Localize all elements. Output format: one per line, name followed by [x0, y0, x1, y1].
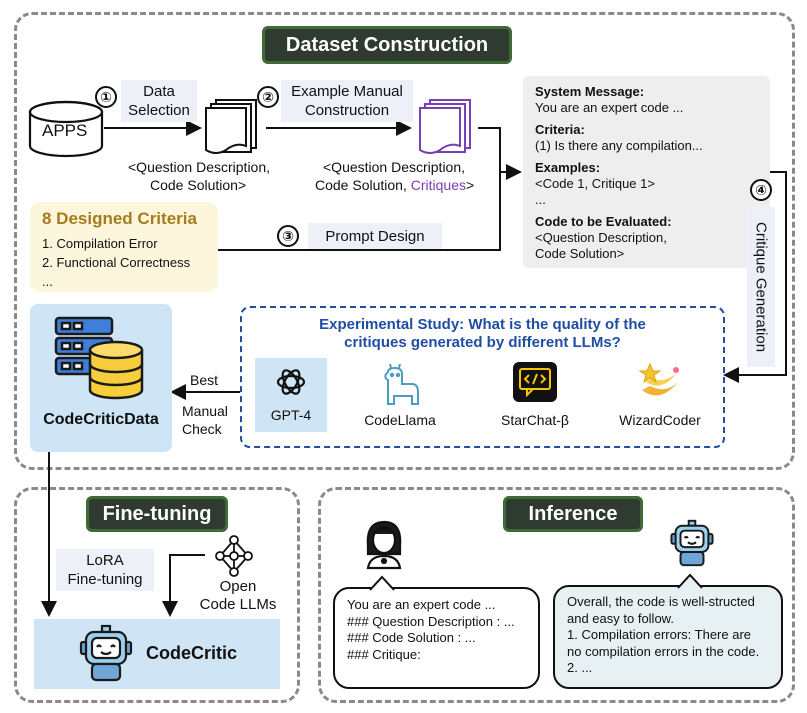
bot-avatar-icon [670, 519, 714, 567]
user-bubble-tail [369, 575, 395, 591]
bot-message-line: 2. ... [567, 660, 593, 675]
code-eval-text-2: Code Solution> [535, 246, 625, 261]
document-stack-icon [205, 99, 257, 154]
bot-message-bubble: Overall, the code is well-structed and e… [553, 585, 783, 689]
wizardcoder-label: WizardCoder [619, 412, 701, 428]
critique-generation-text: Critique Generation [752, 221, 770, 353]
robot-icon [79, 624, 133, 682]
user-message-bubble: You are an expert code ... ### Question … [333, 587, 540, 689]
apps-database-icon [28, 100, 104, 158]
prompt-panel: System Message: You are an expert code .… [523, 76, 770, 268]
criteria-item: 2. Functional Correctness [42, 255, 191, 270]
open-code-llms-label: Open Code LLMs [199, 578, 277, 613]
inference-title: Inference [503, 496, 643, 532]
openai-logo-icon [276, 369, 306, 395]
dataset-construction-title: Dataset Construction [262, 26, 512, 64]
step-1-badge: ① [95, 86, 117, 108]
examples-heading: Examples: [535, 160, 601, 175]
study-title-line1: Experimental Study: What is the quality … [319, 316, 646, 333]
step-2-badge: ② [257, 86, 279, 108]
wizardcoder-logo-icon [638, 362, 679, 396]
prompt-design-label: Prompt Design [308, 223, 442, 249]
system-message-heading: System Message: [535, 84, 645, 99]
gpt4-label: GPT-4 [270, 407, 312, 423]
user-message-line: ### Code Solution : ... [347, 630, 476, 645]
apps-label: APPS [42, 121, 88, 140]
user-message-line: ### Question Description : ... [347, 613, 515, 629]
server-database-icon [54, 316, 144, 400]
dataset-construction-panel [14, 12, 795, 470]
example-manual-construction-label: Example Manual Construction [281, 80, 413, 122]
inference-panel [318, 487, 795, 703]
critique-generation-label: Critique Generation [747, 207, 775, 367]
examples-text-2: ... [535, 192, 546, 207]
user-avatar-icon [366, 520, 402, 570]
bot-message-line: and easy to follow. [567, 610, 674, 626]
bot-message-line: no compilation errors in the code. [567, 643, 760, 659]
code-eval-heading: Code to be Evaluated: [535, 214, 672, 229]
critique-document-stack-icon [419, 99, 471, 154]
bot-bubble-tail [677, 573, 703, 589]
llama-icon [384, 363, 419, 405]
codellama-label: CodeLlama [364, 412, 436, 428]
codecriticdata-label: CodeCriticData [43, 411, 159, 428]
step-4-badge: ④ [750, 179, 772, 201]
user-message-line: ### Critique: [347, 646, 421, 662]
finetuning-panel [14, 487, 300, 703]
doc2-caption-prefix: Code Solution, [315, 177, 411, 193]
experimental-study-box [240, 306, 725, 448]
doc2-caption-line2: Code Solution, Critiques> [315, 176, 474, 194]
code-eval-text-1: <Question Description, [535, 230, 667, 245]
examples-text-1: <Code 1, Critique 1> [535, 176, 655, 191]
system-message-text: You are an expert code ... [535, 100, 684, 115]
best-label: Best [190, 372, 219, 388]
step-3-badge: ③ [277, 225, 299, 247]
doc2-caption-line1: <Question Description, [323, 159, 466, 175]
finetuning-title: Fine-tuning [86, 496, 228, 532]
study-title-line2: critiques generated by different LLMs? [344, 334, 621, 351]
criteria-box: 8 Designed Criteria 1. Compilation Error… [30, 202, 218, 292]
criteria-item: 1. Compilation Error [42, 236, 158, 251]
user-message-line: You are an expert code ... [347, 597, 496, 612]
bot-message-line: 1. Compilation errors: There are [567, 627, 752, 642]
network-icon [215, 535, 253, 577]
doc1-caption-line1: <Question Description, [128, 159, 271, 175]
lora-finetuning-label: LoRA Fine-tuning [56, 549, 154, 591]
criteria-box-title: 8 Designed Criteria [42, 209, 197, 228]
doc1-caption-line2: Code Solution> [150, 177, 247, 193]
gpt4-card [255, 358, 327, 432]
bot-message-line: Overall, the code is well-structed [567, 594, 755, 609]
codecritic-card [34, 619, 280, 689]
manual-check-label: Manual Check [182, 403, 228, 437]
criteria-heading: Criteria: [535, 122, 585, 137]
starchat-label: StarChat-β [501, 412, 569, 428]
doc2-caption-critiques: Critiques [410, 177, 466, 193]
criteria-text: (1) Is there any compilation... [535, 138, 703, 153]
doc2-caption-end: > [465, 177, 475, 193]
codecritic-label: CodeCritic [146, 643, 238, 663]
criteria-item: ... [42, 274, 53, 289]
data-selection-label: Data Selection [121, 80, 197, 122]
starchat-logo-icon [513, 362, 557, 402]
